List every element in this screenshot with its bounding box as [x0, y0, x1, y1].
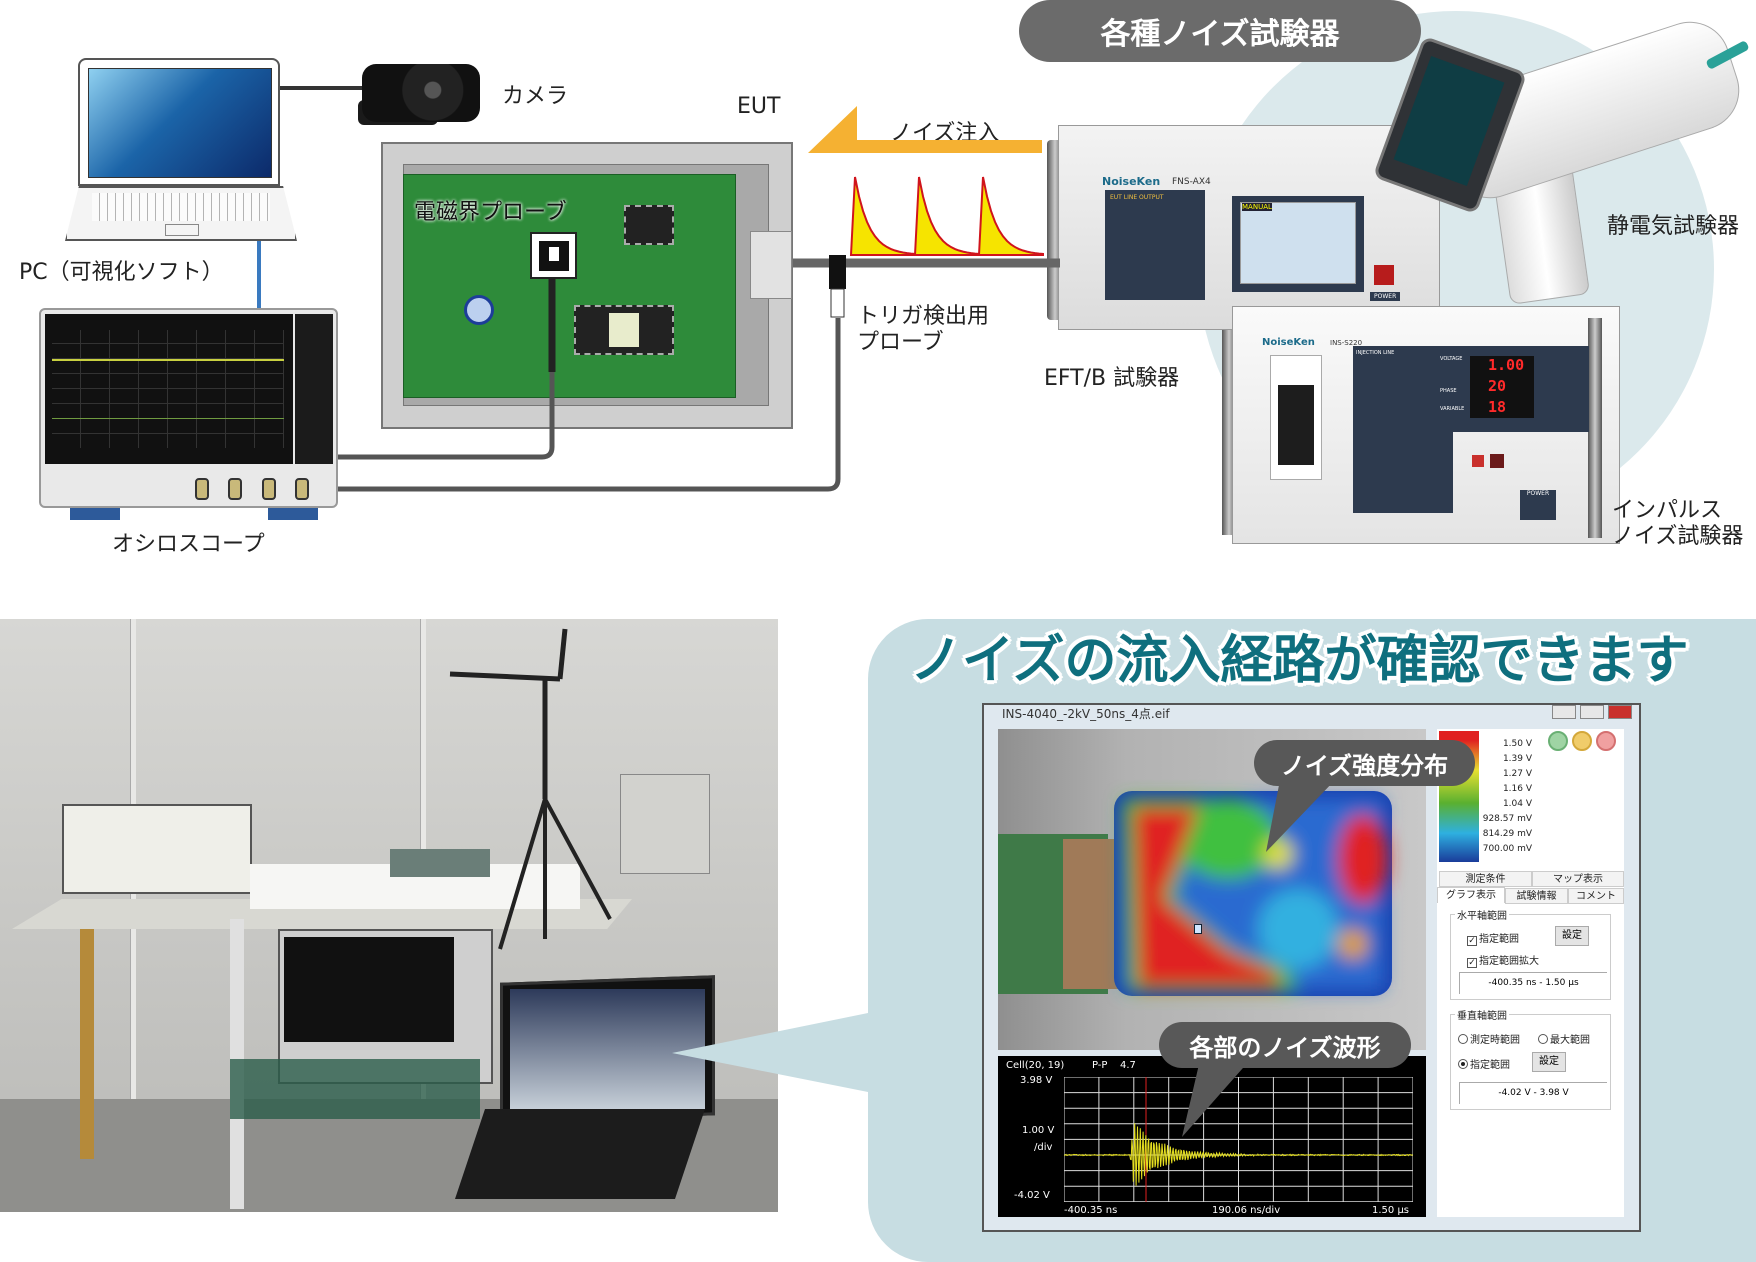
waveform-cell: Cell(20, 19) — [1006, 1060, 1064, 1071]
vertical-range-field[interactable]: -4.02 V - 3.98 V — [1459, 1082, 1607, 1104]
radio-label: 最大範囲 — [1550, 1035, 1590, 1046]
waveform-x-right: 1.50 µs — [1372, 1205, 1409, 1216]
close-button[interactable] — [1608, 705, 1632, 719]
callout-pointer — [600, 990, 880, 1110]
radio-icon — [1538, 1034, 1548, 1044]
color-scale-label: 700.00 mV — [1483, 844, 1532, 854]
noise-pulse — [851, 177, 915, 255]
noise-pulse — [915, 177, 979, 255]
vertical-range-radio[interactable]: 指定範囲 — [1458, 1056, 1510, 1071]
radio-label: 測定時範囲 — [1470, 1035, 1520, 1046]
vertical-range-title: 垂直軸範囲 — [1455, 1007, 1509, 1022]
tab-measurement-conditions[interactable]: 測定条件 — [1439, 871, 1532, 887]
color-scale-label: 1.50 V — [1503, 739, 1532, 749]
checkbox-label: 指定範囲 — [1479, 934, 1519, 945]
photo-oscilloscope-screen — [284, 937, 454, 1042]
horizontal-range-title: 水平軸範囲 — [1455, 907, 1509, 922]
green-mat — [230, 1059, 480, 1119]
connection-lines — [0, 0, 1756, 619]
horizontal-zoom-checkbox[interactable]: ✓指定範囲拡大 — [1467, 952, 1539, 968]
color-scale-label: 814.29 mV — [1483, 829, 1532, 839]
vertical-measured-radio[interactable]: 測定時範囲 — [1458, 1031, 1520, 1046]
radio-icon — [1458, 1034, 1468, 1044]
waveform-pp-label: P-P — [1092, 1060, 1107, 1071]
pause-button[interactable] — [1572, 731, 1592, 751]
checkbox-checked-icon: ✓ — [1467, 936, 1477, 946]
noise-pulse — [979, 177, 1043, 255]
stop-button[interactable] — [1596, 731, 1616, 751]
test-setup-photo — [0, 619, 778, 1212]
radio-selected-icon — [1458, 1059, 1468, 1069]
waveform-x-div: 190.06 ns/div — [1212, 1205, 1280, 1216]
play-button[interactable] — [1548, 731, 1568, 751]
horizontal-range-checkbox[interactable]: ✓指定範囲 — [1467, 930, 1519, 946]
minimize-button[interactable] — [1552, 705, 1576, 719]
color-scale-label: 1.39 V — [1503, 754, 1532, 764]
vertical-max-radio[interactable]: 最大範囲 — [1538, 1031, 1590, 1046]
radio-label: 指定範囲 — [1470, 1060, 1510, 1071]
vertical-set-button[interactable]: 設定 — [1532, 1052, 1566, 1072]
color-scale-label: 1.04 V — [1503, 799, 1532, 809]
maximize-button[interactable] — [1580, 705, 1604, 719]
waveform-x-left: -400.35 ns — [1064, 1205, 1117, 1216]
callout-tails — [1150, 760, 1450, 1150]
waveform-pp-value: 4.7 — [1120, 1060, 1136, 1071]
color-scale-label: 1.16 V — [1503, 784, 1532, 794]
em-probe-cable — [338, 372, 552, 457]
tab-comment[interactable]: コメント — [1568, 888, 1624, 904]
software-headline: ノイズの流入経路が確認できます — [910, 630, 1688, 692]
color-scale-label: 928.57 mV — [1483, 814, 1532, 824]
color-scale-label: 1.27 V — [1503, 769, 1532, 779]
photo-laptop-keyboard — [455, 1109, 705, 1199]
noise-injection-arrow — [808, 106, 1042, 153]
waveform-y-bottom: -4.02 V — [1014, 1190, 1050, 1201]
noise-map-callout: ノイズ強度分布 — [1254, 740, 1475, 786]
tab-map-display[interactable]: マップ表示 — [1532, 871, 1624, 887]
trigger-probe-cable — [338, 318, 838, 489]
checkbox-label: 指定範囲拡大 — [1479, 956, 1539, 967]
horizontal-set-button[interactable]: 設定 — [1555, 926, 1589, 946]
waveform-y-top: 3.98 V — [1020, 1075, 1052, 1086]
waveform-y-div-unit: /div — [1034, 1142, 1052, 1153]
trigger-probe-body — [831, 289, 844, 317]
waveform-y-div: 1.00 V — [1022, 1125, 1054, 1136]
checkbox-checked-icon: ✓ — [1467, 958, 1477, 968]
tab-test-info[interactable]: 試験情報 — [1505, 888, 1568, 904]
noise-pulses — [851, 177, 1043, 255]
waveform-callout: 各部のノイズ波形 — [1159, 1022, 1411, 1068]
horizontal-range-field[interactable]: -400.35 ns - 1.50 µs — [1459, 972, 1607, 994]
window-title: INS-4040_-2kV_50ns_4点.eif — [1002, 705, 1170, 722]
trigger-probe-clamp — [829, 255, 846, 289]
